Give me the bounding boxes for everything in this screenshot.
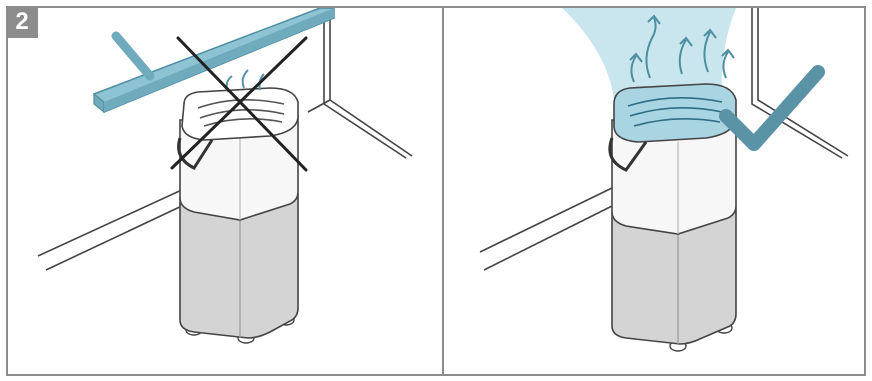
- correct-illustration: [444, 8, 864, 374]
- incorrect-illustration: [8, 8, 442, 374]
- panel-correct: [442, 6, 866, 376]
- step-number-badge: 2: [6, 6, 38, 38]
- air-purifier-unit: [610, 84, 736, 351]
- panel-incorrect: [6, 6, 444, 376]
- air-purifier-unit: [179, 70, 298, 343]
